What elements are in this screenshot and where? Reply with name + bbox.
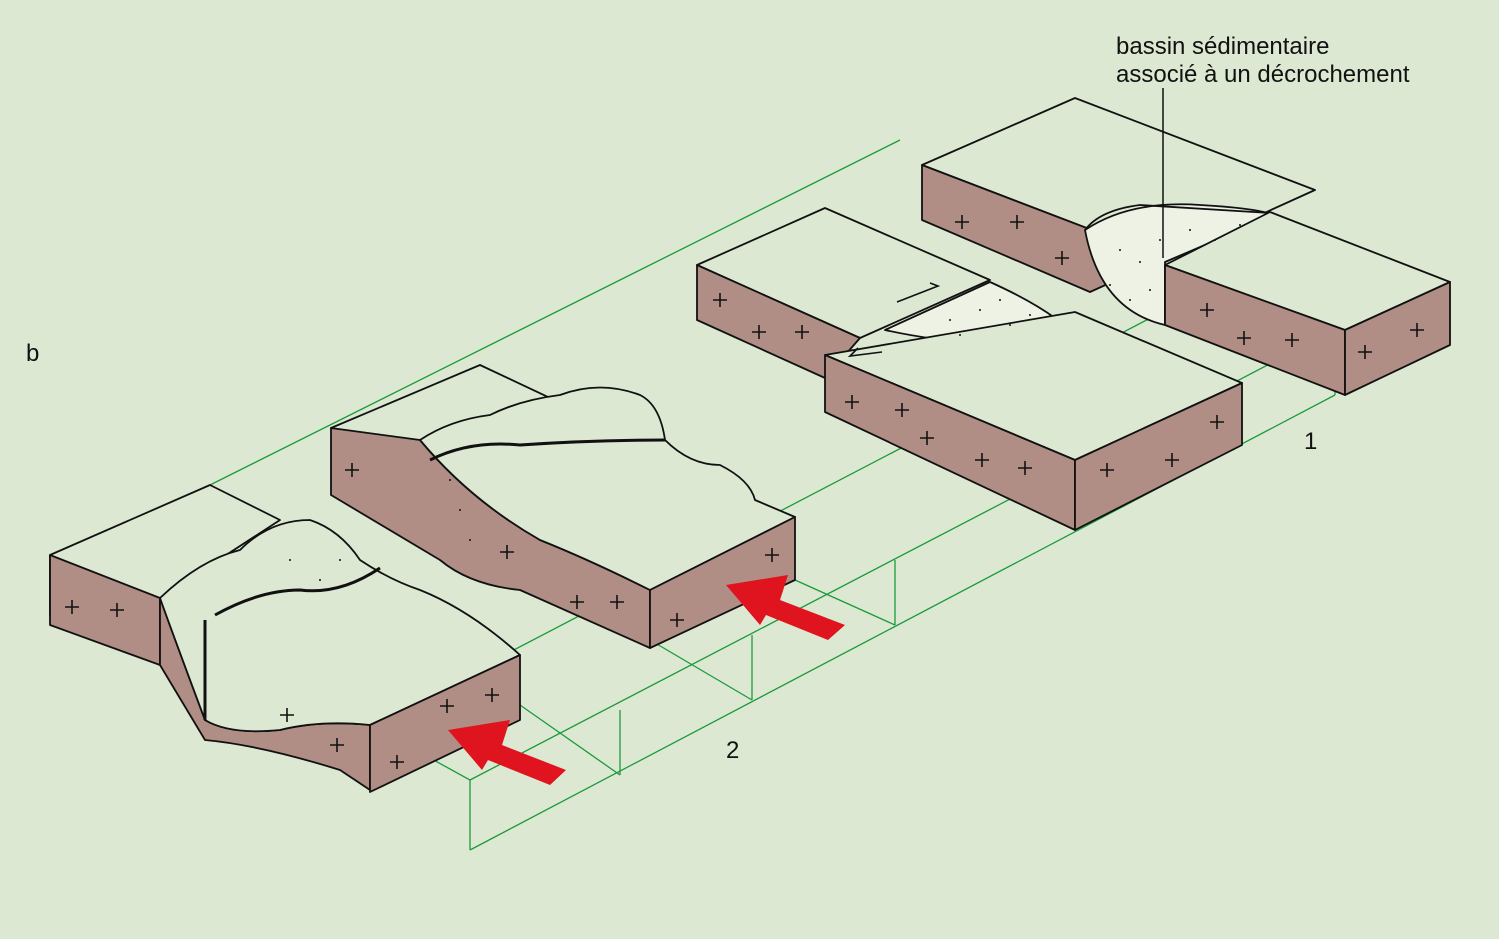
front-plate-end xyxy=(369,654,521,793)
compression-arrow-icon xyxy=(448,575,845,785)
stage-label-1: 1 xyxy=(1304,428,1318,455)
basin-annotation: bassin sédimentaire associé à un décroch… xyxy=(1116,33,1410,89)
basement-cross-symbol xyxy=(65,215,1424,769)
sediment-stipple xyxy=(289,224,1241,581)
panel-letter: b xyxy=(26,340,40,367)
stage-label-2: 2 xyxy=(726,737,740,764)
stage-1-blocks xyxy=(696,97,1451,531)
rear-plate-end-top xyxy=(649,516,796,649)
shear-arrow-icon xyxy=(847,282,941,358)
basin-annotation-line2: associé à un décrochement xyxy=(1116,61,1410,88)
thrust-faults xyxy=(203,438,666,720)
rear-mountain-range xyxy=(419,386,796,591)
right-block-side xyxy=(1344,281,1451,396)
basin-annotation-line1: bassin sédimentaire xyxy=(1116,33,1330,60)
front-mountain-range xyxy=(159,519,521,733)
front-block-side xyxy=(1074,382,1243,531)
stage-2-blocks xyxy=(49,364,796,793)
